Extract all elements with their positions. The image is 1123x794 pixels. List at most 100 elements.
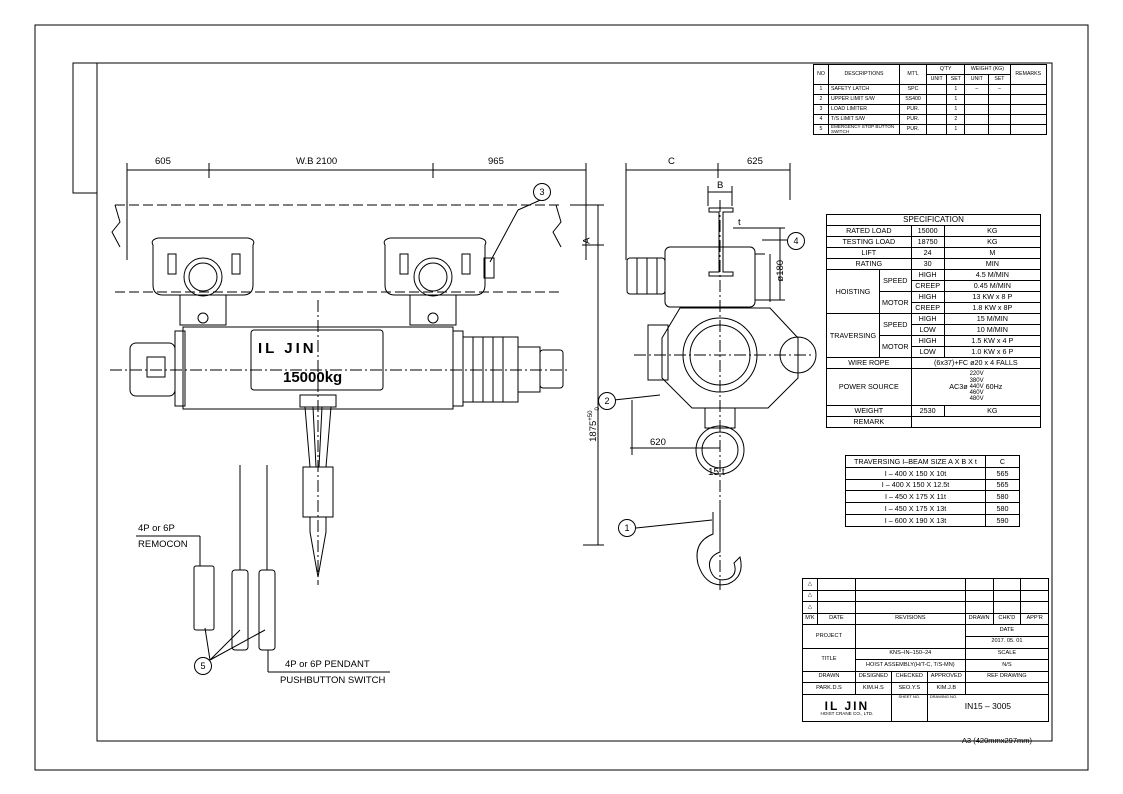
cell <box>925 123 948 136</box>
cell: REVISIONS <box>854 612 966 626</box>
cell: DRAWN <box>964 612 994 626</box>
dim-625: 625 <box>747 156 763 167</box>
cell: LOW <box>910 324 945 336</box>
cell: APP'R <box>1020 612 1049 626</box>
cell: (6x37)+FC ø20 x 4 FALLS <box>910 357 1042 369</box>
cell: CHK'D <box>992 612 1022 626</box>
drawing-no-cell: DRAWING NO. IN15 – 3005 <box>926 693 1050 722</box>
parts-h-weight: WEIGHT (KG) <box>964 64 1011 75</box>
cell: UPPER LIMIT S/W <box>828 94 900 105</box>
cell: I – 600 X 190 X 13t <box>845 513 986 527</box>
cell: KG <box>943 236 1042 248</box>
cell <box>925 94 948 105</box>
cell: I – 450 X 175 X 13t <box>845 502 986 515</box>
cell: 15 M/MIN <box>943 313 1042 325</box>
remocon-label-1: 4P or 6P <box>138 523 175 534</box>
cell: 1.5 KW x 4 P <box>943 335 1042 347</box>
cell: 10 M/MIN <box>943 324 1042 336</box>
cell: M'K <box>802 612 818 626</box>
cell: CHECKED <box>890 670 928 684</box>
cell: SCALE <box>964 647 1050 661</box>
cell <box>1009 123 1048 136</box>
voltage: 480V <box>969 396 984 403</box>
dim-wheelbase: W.B 2100 <box>296 156 338 167</box>
cell: SS400 <box>899 94 927 105</box>
paper-size-label: A3 (420mmx297mm) <box>962 736 1033 745</box>
cell: I – 400 X 150 X 12.5t <box>845 478 986 492</box>
front-view <box>110 163 604 673</box>
cell: KIM.J.B <box>926 682 966 695</box>
table-row: 1 SAFETY LATCH SPC 1 – – <box>813 84 1048 95</box>
cell: DATE <box>816 612 856 626</box>
cell: 24 <box>910 247 945 259</box>
ibeam-size-table: TRAVERSING I–BEAM SIZE A X B X t C I – 4… <box>845 455 1020 527</box>
cell <box>1009 114 1048 125</box>
title-row: TITLE KNS–IN–150–24 SCALE <box>802 647 1050 672</box>
cell: EMERGENCY STOP BUTTON SWITCH <box>828 123 900 136</box>
cell: CREEP <box>910 280 945 292</box>
pendant-label-2: PUSHBUTTON SWITCH <box>280 675 386 686</box>
cell: HIGH <box>910 335 945 347</box>
parts-h-qty: Q'TY <box>925 64 966 75</box>
cell: 30 <box>910 258 945 270</box>
cell: PUR. <box>899 123 927 136</box>
cell <box>1009 84 1048 95</box>
cell: 565 <box>985 478 1020 492</box>
cell: CREEP <box>910 302 945 314</box>
cell: APPROVED <box>926 670 966 684</box>
cell: DESIGNED <box>854 670 892 684</box>
rev-triangle-icon: △ <box>802 578 818 591</box>
title-row: HOIST ASSEMBLY(H/T-C, T/S-MN) N/S <box>803 659 1050 672</box>
signoff-header-row: DRAWN DESIGNED CHECKED APPROVED REF DRAW… <box>802 670 1050 684</box>
dim-a: A <box>581 237 593 244</box>
table-row: 4 T/S LIMIT S/W PUR. 2 <box>813 114 1048 125</box>
cell <box>988 94 1011 105</box>
cell: WIRE ROPE <box>826 357 912 369</box>
power-source-cell: AC3ø 220V 380V 440V 460V 480V 60Hz <box>910 368 1042 406</box>
cell: 4.5 M/MIN <box>943 269 1042 281</box>
table-row: TESTING LOAD 18750 KG <box>826 236 1042 248</box>
parts-h-no: NO <box>813 64 829 85</box>
cell: 580 <box>985 502 1020 515</box>
cell: KG <box>943 225 1042 237</box>
balloon-3: 3 <box>533 183 551 201</box>
cell: 0.45 M/MIN <box>943 280 1042 292</box>
cell: SEO.Y.S <box>890 682 928 695</box>
hook-capacity-label: 15 t <box>708 467 725 478</box>
voltage: 380V <box>969 377 984 384</box>
table-row: WIRE ROPE (6x37)+FC ø20 x 4 FALLS <box>826 357 1042 369</box>
cell: LOW <box>910 346 945 358</box>
sheet-no-label: SHEET NO. <box>898 693 921 699</box>
cell: 1.8 KW x 8P <box>943 302 1042 314</box>
table-row: 5 EMERGENCY STOP BUTTON SWITCH PUR. 1 <box>813 123 1048 136</box>
cell: TESTING LOAD <box>826 236 912 248</box>
dim-right-overhang: 965 <box>488 156 504 167</box>
parts-header-row: NO DESCRIPTIONS MT'L Q'TY WEIGHT (KG) RE… <box>813 64 1048 85</box>
cell: WEIGHT <box>826 405 912 417</box>
cell: PARK.D.S <box>802 682 856 695</box>
parts-h-desc: DESCRIPTIONS <box>828 64 900 85</box>
cell: MOTOR <box>879 335 912 358</box>
drawing-no-label: DRAWING NO. <box>929 693 958 699</box>
cell: SAFETY LATCH <box>828 84 900 95</box>
dim-height: 1875+500 <box>587 407 601 442</box>
cell <box>964 104 990 115</box>
cell: 1 <box>946 94 966 105</box>
cell: RATING <box>826 258 912 270</box>
spec-title: SPECIFICATION <box>826 214 1041 226</box>
cell: PUR. <box>899 104 927 115</box>
table-row: 3 LOAD LIMITER PUR. 1 <box>813 104 1048 115</box>
cell: – <box>988 84 1011 95</box>
company-logo: IL JIN <box>824 698 870 713</box>
cell <box>910 416 1042 428</box>
cell <box>964 114 990 125</box>
table-row: LIFT 24 M <box>826 247 1042 259</box>
project-row: PROJECT DATE <box>802 624 1050 649</box>
sheet-no-cell: SHEET NO. <box>890 693 928 722</box>
side-view <box>613 163 817 590</box>
ibeam-h-size: TRAVERSING I–BEAM SIZE A X B X t <box>845 455 986 468</box>
cell: REF DRAWING <box>964 670 1050 684</box>
